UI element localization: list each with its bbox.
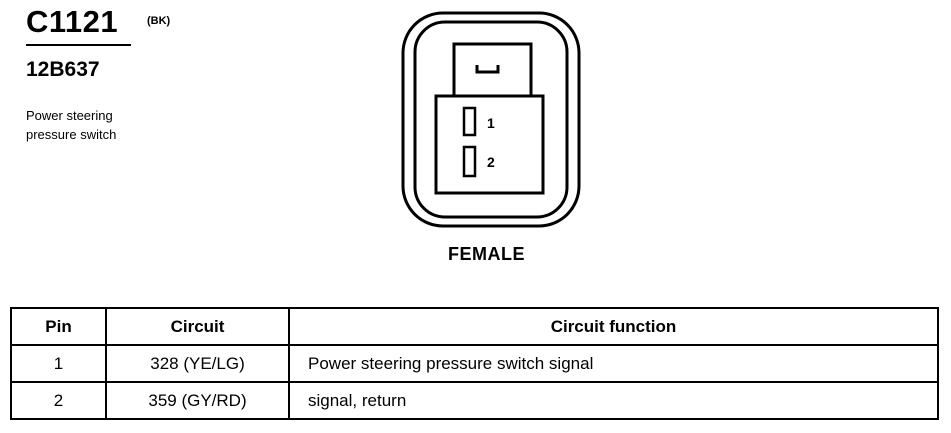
part-number: 12B637 bbox=[26, 58, 100, 81]
connector-id: C1121 bbox=[26, 4, 119, 39]
pin-cavity-housing bbox=[434, 94, 545, 195]
connector-outer-shell bbox=[401, 11, 581, 228]
description-line-2: pressure switch bbox=[26, 127, 117, 142]
circuit-cell: 359 (GY/RD) bbox=[105, 381, 290, 420]
locking-tab-notch bbox=[475, 65, 500, 74]
circuit-function-cell: Power steering pressure switch signal bbox=[288, 344, 939, 383]
column-header-circuit: Circuit bbox=[105, 307, 290, 346]
connector-face-diagram: 1 2 bbox=[401, 11, 581, 228]
connector-description: Power steering pressure switch bbox=[26, 106, 176, 144]
pin-table: Pin Circuit Circuit function 1 328 (YE/L… bbox=[10, 307, 939, 420]
pin-cavity-2 bbox=[462, 145, 477, 178]
table-row: 1 328 (YE/LG) Power steering pressure sw… bbox=[10, 344, 939, 383]
pin-cavity-1 bbox=[462, 106, 477, 137]
locking-tab bbox=[452, 42, 533, 98]
pin-cell: 1 bbox=[10, 344, 107, 383]
column-header-circuit-function: Circuit function bbox=[288, 307, 939, 346]
pin-cell: 2 bbox=[10, 381, 107, 420]
description-line-1: Power steering bbox=[26, 108, 113, 123]
circuit-function-cell: signal, return bbox=[288, 381, 939, 420]
pin-label-1: 1 bbox=[487, 115, 495, 131]
connector-id-underline bbox=[26, 44, 131, 46]
connector-inner-shell bbox=[413, 20, 569, 219]
connector-color-code: (BK) bbox=[147, 15, 171, 27]
pin-label-2: 2 bbox=[487, 154, 495, 170]
circuit-cell: 328 (YE/LG) bbox=[105, 344, 290, 383]
column-header-pin: Pin bbox=[10, 307, 107, 346]
connector-gender-label: FEMALE bbox=[448, 244, 525, 264]
table-row: 2 359 (GY/RD) signal, return bbox=[10, 381, 939, 420]
table-header-row: Pin Circuit Circuit function bbox=[10, 307, 939, 346]
